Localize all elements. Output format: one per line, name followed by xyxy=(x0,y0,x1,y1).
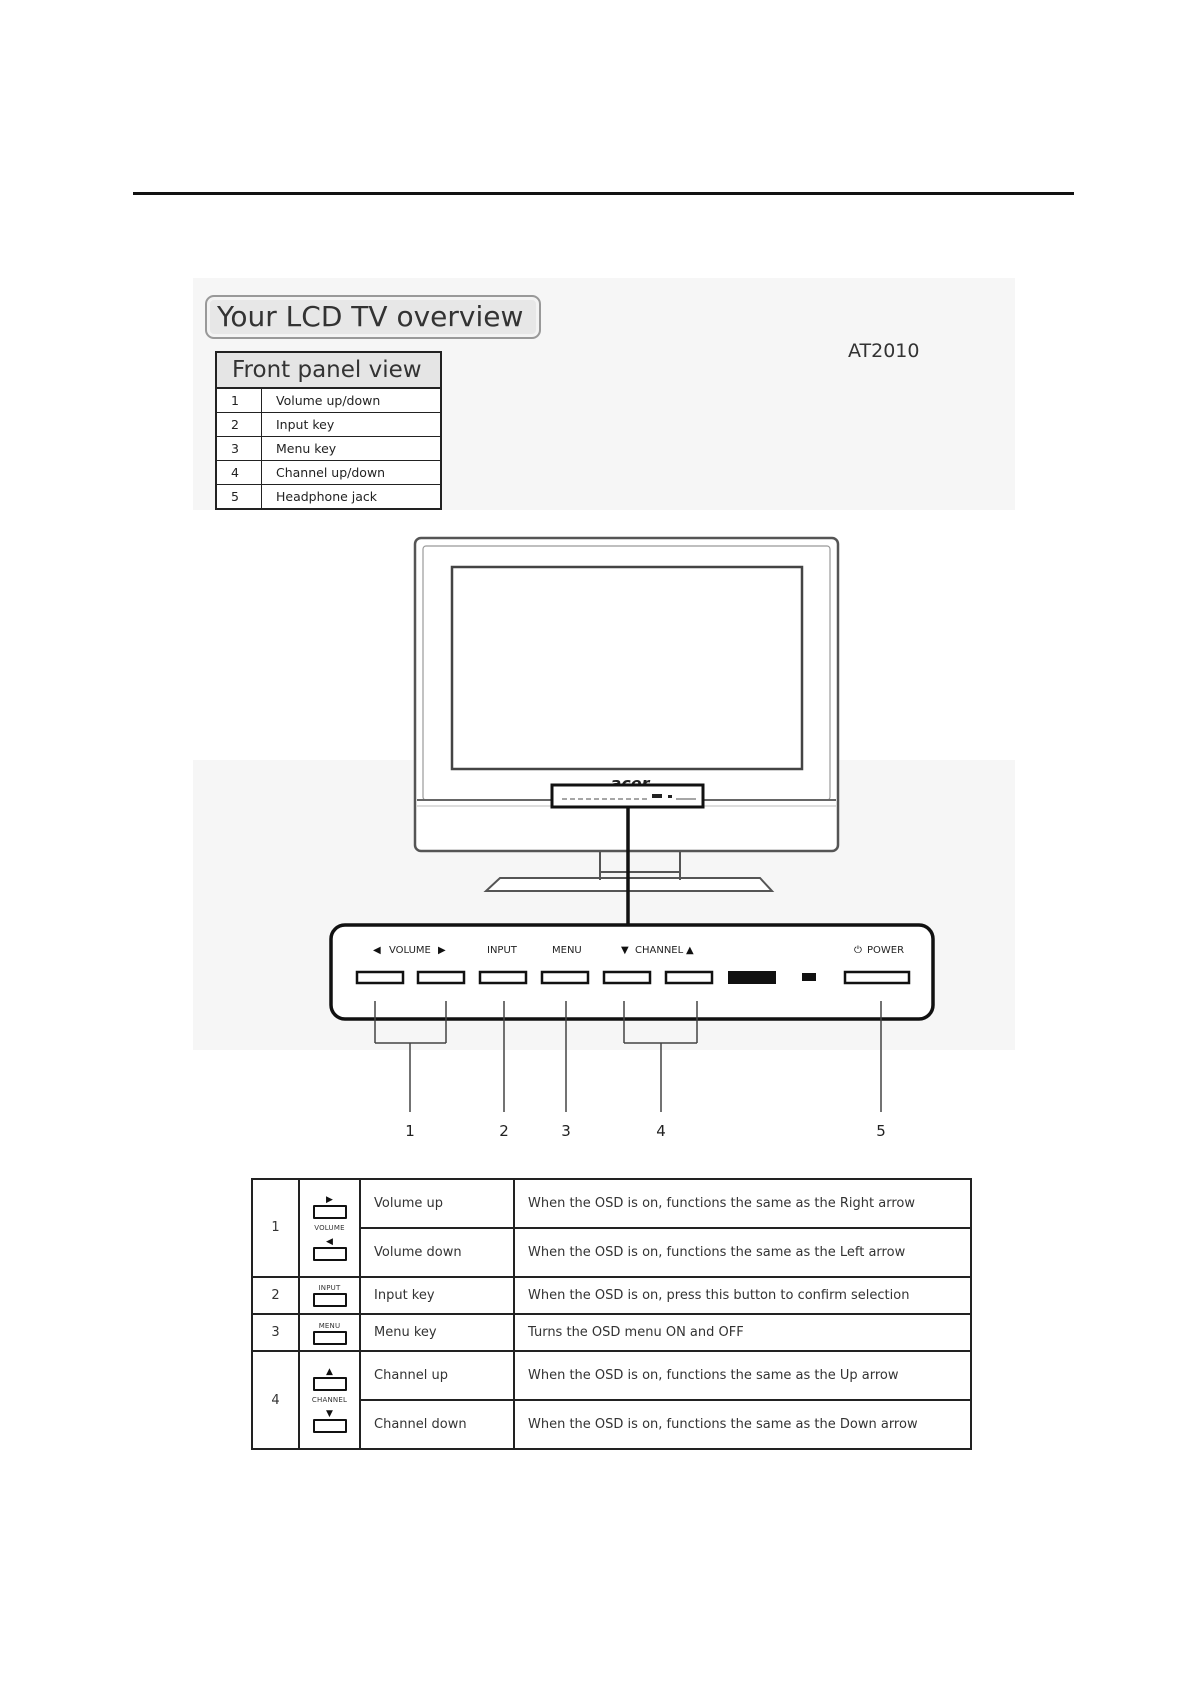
button-icon xyxy=(312,1204,347,1219)
table-cell-label: Volume up xyxy=(359,1178,515,1229)
input-key-icon-cell: INPUT xyxy=(298,1275,361,1315)
down-arrow-icon: ▼ xyxy=(326,1409,333,1420)
table-cell-description: When the OSD is on, press this button to… xyxy=(513,1275,972,1315)
table-cell-label: Channel up xyxy=(359,1350,515,1402)
table-row: 4 ▲ CHANNEL ▼ Channel up When the OSD is… xyxy=(251,1350,972,1450)
table-row: 2 INPUT Input key When the OSD is on, pr… xyxy=(251,1275,972,1315)
overview-title: Your LCD TV overview xyxy=(217,300,524,333)
front-panel-table: Front panel view 1 Volume up/down 2 Inpu… xyxy=(215,351,442,510)
front-panel-row-label: Input key xyxy=(276,417,335,432)
button-icon xyxy=(312,1419,347,1434)
front-panel-row-number: 2 xyxy=(217,413,262,436)
table-cell-description: When the OSD is on, functions the same a… xyxy=(513,1350,972,1402)
callout-number: 3 xyxy=(561,1122,571,1140)
volume-caption: VOLUME xyxy=(314,1223,345,1232)
volume-keys-icon-cell: ▶ VOLUME ◀ xyxy=(298,1178,361,1278)
button-icon xyxy=(312,1377,347,1392)
front-panel-row: 4 Channel up/down xyxy=(217,461,440,485)
table-cell-label: Input key xyxy=(359,1275,515,1315)
table-cell-label: Menu key xyxy=(359,1312,515,1353)
front-panel-row-number: 1 xyxy=(217,389,262,412)
key-function-table: 1 ▶ VOLUME ◀ Volume up When the OSD is o… xyxy=(251,1178,972,1450)
left-arrow-icon: ◀ xyxy=(326,1236,333,1247)
tv-screen xyxy=(450,565,804,771)
diagram-panel xyxy=(193,760,1015,1050)
front-panel-heading: Front panel view xyxy=(217,353,440,389)
channel-keys-icon-cell: ▲ CHANNEL ▼ xyxy=(298,1350,361,1450)
table-cell-number: 2 xyxy=(251,1275,300,1315)
callout-number: 5 xyxy=(876,1122,886,1140)
front-panel-row-label: Headphone jack xyxy=(276,489,378,504)
table-cell-description: Turns the OSD menu ON and OFF xyxy=(513,1312,972,1353)
table-row: Volume down When the OSD is on, function… xyxy=(252,1226,972,1278)
table-row: 3 MENU Menu key Turns the OSD menu ON an… xyxy=(251,1312,972,1353)
right-arrow-icon: ▶ xyxy=(326,1194,333,1205)
callout-number: 2 xyxy=(499,1122,509,1140)
overview-title-box: Your LCD TV overview xyxy=(205,295,541,339)
front-panel-row: 5 Headphone jack xyxy=(217,485,440,508)
front-panel-row-label: Channel up/down xyxy=(276,465,386,480)
up-arrow-icon: ▲ xyxy=(326,1367,333,1378)
front-panel-row-number: 5 xyxy=(217,485,262,508)
button-icon xyxy=(312,1246,347,1261)
button-icon xyxy=(312,1330,347,1345)
front-panel-row-number: 4 xyxy=(217,461,262,484)
menu-caption: MENU xyxy=(318,1321,341,1330)
callout-number: 1 xyxy=(405,1122,415,1140)
front-panel-row: 1 Volume up/down xyxy=(217,389,440,413)
front-panel-row-number: 3 xyxy=(217,437,262,460)
table-cell-description: When the OSD is on, functions the same a… xyxy=(513,1178,972,1229)
model-number: AT2010 xyxy=(848,340,920,362)
front-panel-row: 2 Input key xyxy=(217,413,440,437)
callout-number: 4 xyxy=(656,1122,666,1140)
menu-key-icon-cell: MENU xyxy=(298,1312,361,1353)
table-row: Channel down When the OSD is on, functio… xyxy=(252,1399,972,1450)
header-rule xyxy=(133,192,1074,195)
table-cell-number: 1 xyxy=(251,1178,300,1278)
table-cell-number: 4 xyxy=(251,1350,300,1450)
input-caption: INPUT xyxy=(318,1284,341,1293)
table-cell-description: When the OSD is on, functions the same a… xyxy=(513,1226,972,1278)
table-cell-number: 3 xyxy=(251,1312,300,1353)
front-panel-row: 3 Menu key xyxy=(217,437,440,461)
front-panel-row-label: Menu key xyxy=(276,441,337,456)
table-cell-label: Channel down xyxy=(359,1399,515,1450)
button-icon xyxy=(312,1293,347,1308)
table-cell-label: Volume down xyxy=(359,1226,515,1278)
front-panel-row-label: Volume up/down xyxy=(276,393,381,408)
table-row: 1 ▶ VOLUME ◀ Volume up When the OSD is o… xyxy=(251,1178,972,1278)
channel-caption: CHANNEL xyxy=(311,1396,348,1405)
table-cell-description: When the OSD is on, functions the same a… xyxy=(513,1399,972,1450)
